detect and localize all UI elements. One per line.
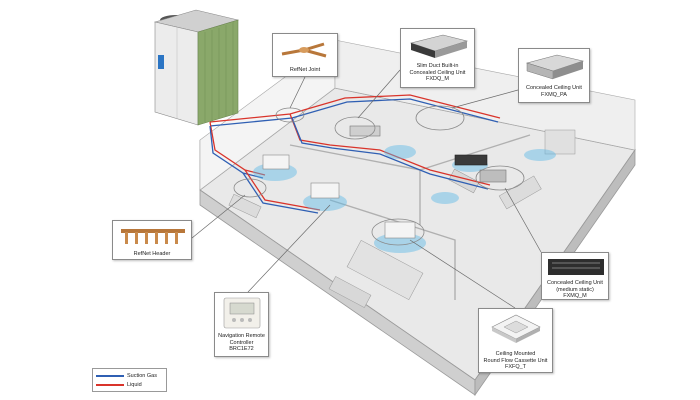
- leader-line: [504, 187, 542, 253]
- legend-item-liquid: Liquid: [96, 381, 142, 389]
- callout-concealed-fxmq-pa: Concealed Ceiling Unit FXMQ_PA: [518, 48, 590, 103]
- ducted-unit-icon: [409, 34, 469, 58]
- suction-gas-pipe: [379, 153, 489, 190]
- liquid-pipe: [209, 121, 266, 176]
- legend-swatch-suction-gas: [96, 375, 124, 377]
- highlight-circle: [475, 165, 525, 191]
- callout-line: Round Flow Cassette Unit: [483, 357, 548, 364]
- ducted-unit-icon: [479, 169, 507, 183]
- leader-line: [451, 89, 519, 109]
- callout-line: FXMQ_M: [563, 293, 587, 299]
- legend-label-liquid: Liquid: [127, 382, 142, 388]
- airflow-plume: [384, 145, 416, 159]
- refrigerant-piping: [209, 94, 501, 214]
- remote-controller-icon: [223, 297, 261, 329]
- vrv-outdoor-unit-icon: [153, 9, 240, 126]
- leader-lines: [191, 69, 542, 309]
- callout-line: FXDQ_M: [426, 76, 449, 82]
- callout-line: Concealed Ceiling Unit: [547, 280, 603, 286]
- callout-slim-duct: Slim Duct Built-in Concealed Ceiling Uni…: [400, 28, 475, 88]
- ducted-unit-icon: [525, 54, 585, 80]
- furniture-shelf: [544, 129, 576, 155]
- callout-line: FXFQ_T: [504, 364, 527, 370]
- brand-logo: [158, 55, 164, 69]
- suction-gas-pipe: [209, 125, 264, 179]
- highlight-circle: [233, 178, 267, 198]
- callout-line: Concealed Ceiling Unit: [409, 69, 466, 76]
- callout-line: FXMQ_PA: [541, 91, 567, 98]
- leader-line: [289, 76, 306, 109]
- highlight-circle: [371, 218, 425, 246]
- refnet-header-icon: [121, 229, 185, 244]
- callout-navigation-remote: Navigation Remote Controller BRC1E72: [214, 292, 269, 357]
- indoor-units: [253, 125, 556, 253]
- callout-line: Slim Duct Built-in: [416, 63, 459, 69]
- leader-line: [247, 204, 331, 293]
- leader-line: [409, 239, 516, 309]
- furniture-desk: [498, 175, 542, 210]
- ducted-unit-icon: [548, 259, 604, 275]
- airflow-plume: [524, 149, 556, 161]
- suction-gas-pipe: [242, 172, 319, 214]
- callout-line: Navigation Remote: [218, 333, 265, 339]
- liquid-pipe: [209, 94, 501, 123]
- cassette-unit-icon: [310, 182, 340, 199]
- callout-cassette: Ceiling Mounted Round Flow Cassette Unit…: [478, 308, 553, 373]
- ducted-unit-icon: [454, 154, 488, 166]
- outdoor-unit-side: [197, 19, 239, 126]
- callout-line: Concealed Ceiling Unit: [526, 85, 582, 91]
- callout-refnet-header: RefNet Header: [112, 220, 192, 260]
- suction-gas-pipe: [291, 117, 381, 155]
- legend: Suction Gas Liquid: [92, 368, 167, 392]
- callout-concealed-fxmq-m: Concealed Ceiling Unit (medium static) F…: [541, 252, 609, 300]
- highlight-circle: [334, 116, 376, 140]
- cassette-unit-icon: [384, 221, 416, 239]
- legend-label-suction-gas: Suction Gas: [127, 373, 157, 379]
- liquid-pipe: [379, 149, 491, 186]
- ducted-unit-icon: [349, 125, 381, 137]
- callout-line: RefNet Header: [133, 251, 171, 257]
- furniture-desk: [328, 276, 372, 308]
- airflow-plume: [431, 192, 459, 204]
- callout-line: RefNet Joint: [289, 67, 321, 73]
- callout-line: BRC1E72: [229, 346, 254, 352]
- leader-line: [357, 69, 401, 119]
- furniture-desk: [346, 239, 424, 301]
- callout-line: (medium static): [556, 286, 594, 293]
- highlight-circle: [415, 105, 465, 131]
- partition-wall: [329, 199, 456, 300]
- refnet-joint-icon: [281, 42, 327, 58]
- legend-swatch-liquid: [96, 384, 124, 386]
- furniture-desk: [448, 168, 480, 194]
- callout-line: Ceiling Mounted: [495, 351, 536, 357]
- outdoor-unit-front: [154, 21, 199, 126]
- highlight-circles: [233, 105, 525, 246]
- cassette-unit-icon: [491, 314, 541, 343]
- callout-refnet-joint: RefNet Joint: [272, 33, 338, 77]
- partition-wall: [419, 134, 531, 171]
- suction-gas-pipe: [209, 98, 499, 127]
- legend-item-suction-gas: Suction Gas: [96, 372, 157, 380]
- liquid-pipe: [244, 169, 321, 211]
- cassette-unit-icon: [262, 154, 290, 170]
- leader-line: [191, 194, 246, 239]
- furniture-desk: [228, 193, 262, 219]
- callout-line: Controller: [229, 339, 254, 346]
